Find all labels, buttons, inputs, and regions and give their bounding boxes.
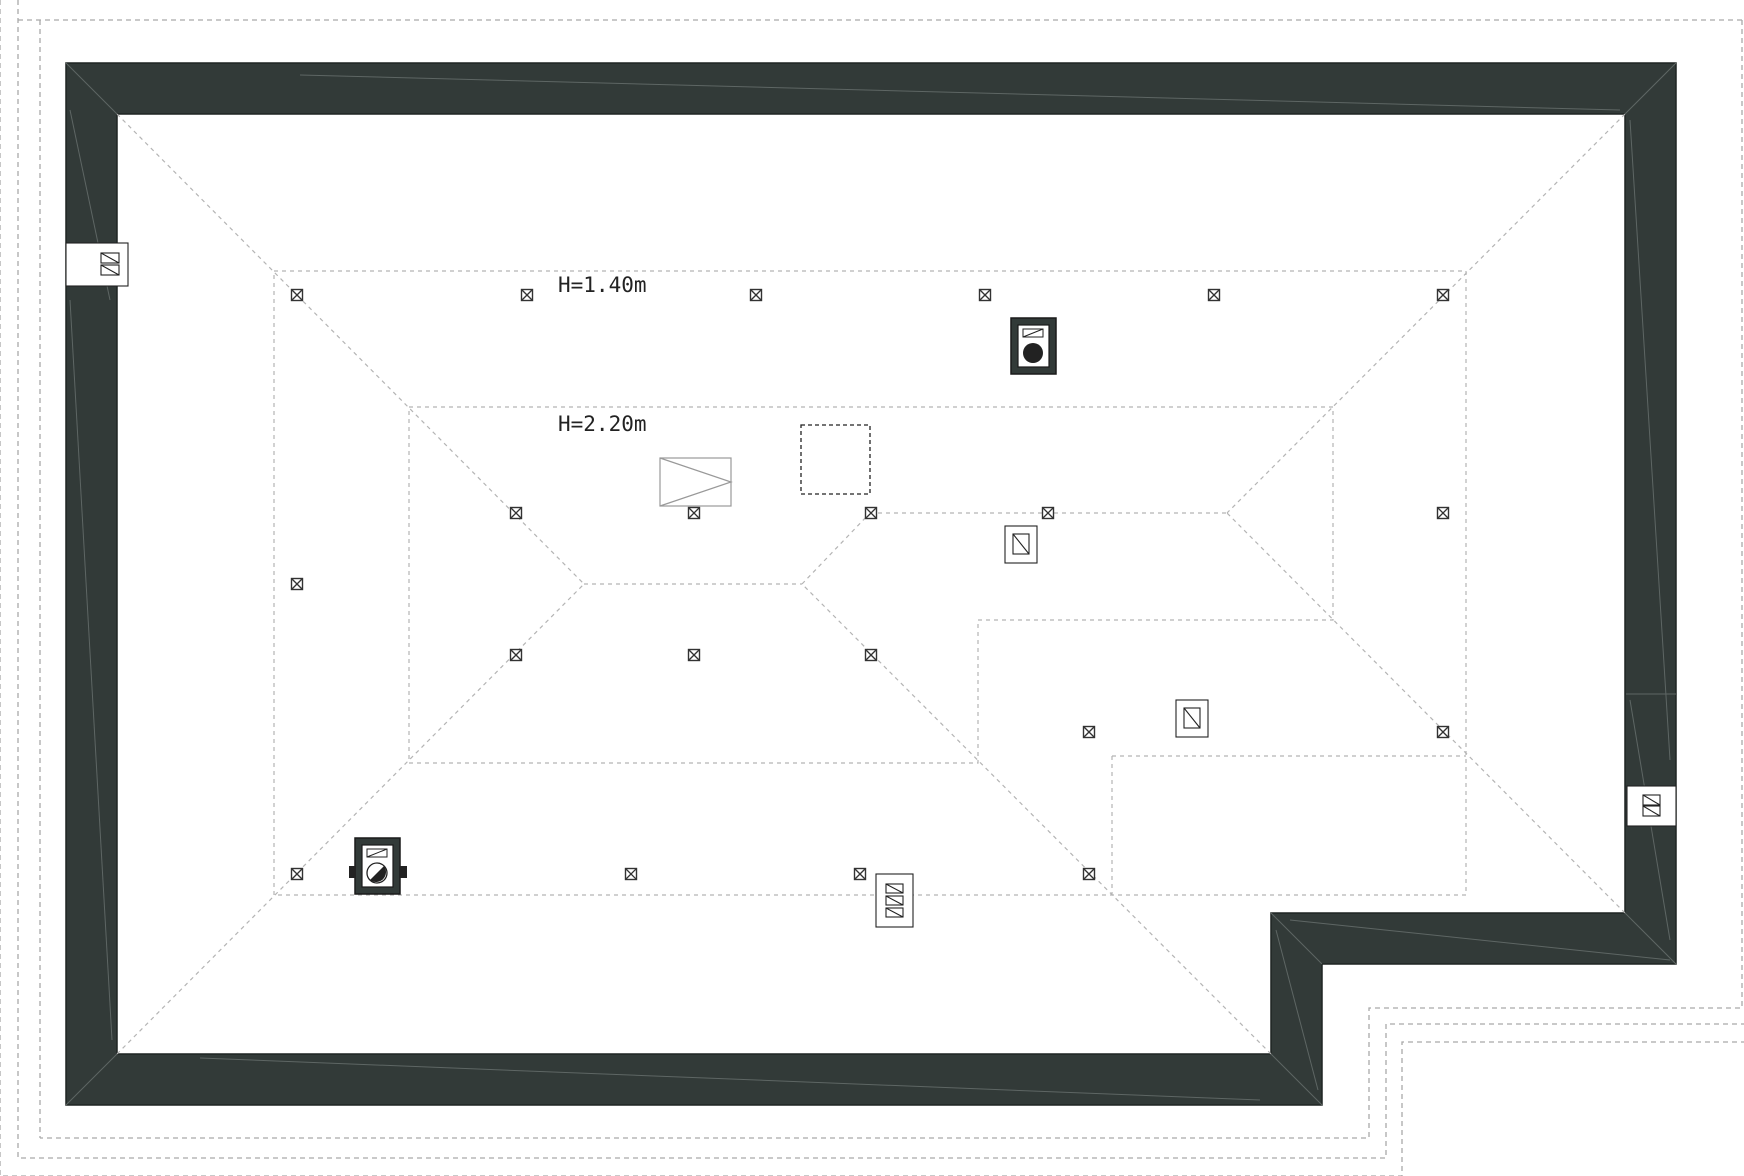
roof-post-icon — [290, 867, 304, 881]
roof-post-icon — [864, 506, 878, 520]
roof-post-icon — [1436, 725, 1450, 739]
roof-posts — [290, 288, 1450, 881]
contour-h140 — [273, 270, 1467, 896]
roof-post-icon — [853, 867, 867, 881]
roof-post-icon — [1041, 506, 1055, 520]
roof-post-icon — [1207, 288, 1221, 302]
roof-post-icon — [520, 288, 534, 302]
roof-hatch-icon — [800, 424, 871, 495]
roof-post-icon — [687, 506, 701, 520]
roof-post-icon — [624, 867, 638, 881]
chimney-icon — [1010, 317, 1057, 375]
height-label-outer: H=1.40m — [558, 273, 647, 297]
ventilation-duct-icon — [1175, 699, 1209, 738]
height-label-inner: H=2.20m — [558, 412, 647, 436]
ventilation-duct-icon — [65, 242, 129, 287]
roof-post-icon — [749, 288, 763, 302]
roof-post-icon — [1436, 506, 1450, 520]
roof-post-icon — [978, 288, 992, 302]
roof-post-icon — [290, 577, 304, 591]
roof-post-icon — [1436, 288, 1450, 302]
ventilation-duct-icon — [1626, 785, 1677, 827]
roof-construction-lines — [116, 113, 1626, 1055]
ventilation-duct-icon — [875, 873, 914, 928]
ventilation-duct-icon — [1004, 525, 1038, 564]
roof-window-icon — [659, 457, 733, 507]
roof-post-icon — [509, 506, 523, 520]
roof-post-icon — [1082, 725, 1096, 739]
roof-post-icon — [687, 648, 701, 662]
roof-post-icon — [1082, 867, 1096, 881]
roof-post-icon — [290, 288, 304, 302]
exterior-walls — [65, 62, 1677, 1106]
roof-post-icon — [864, 648, 878, 662]
chimney-icon — [349, 837, 407, 895]
roof-post-icon — [509, 648, 523, 662]
